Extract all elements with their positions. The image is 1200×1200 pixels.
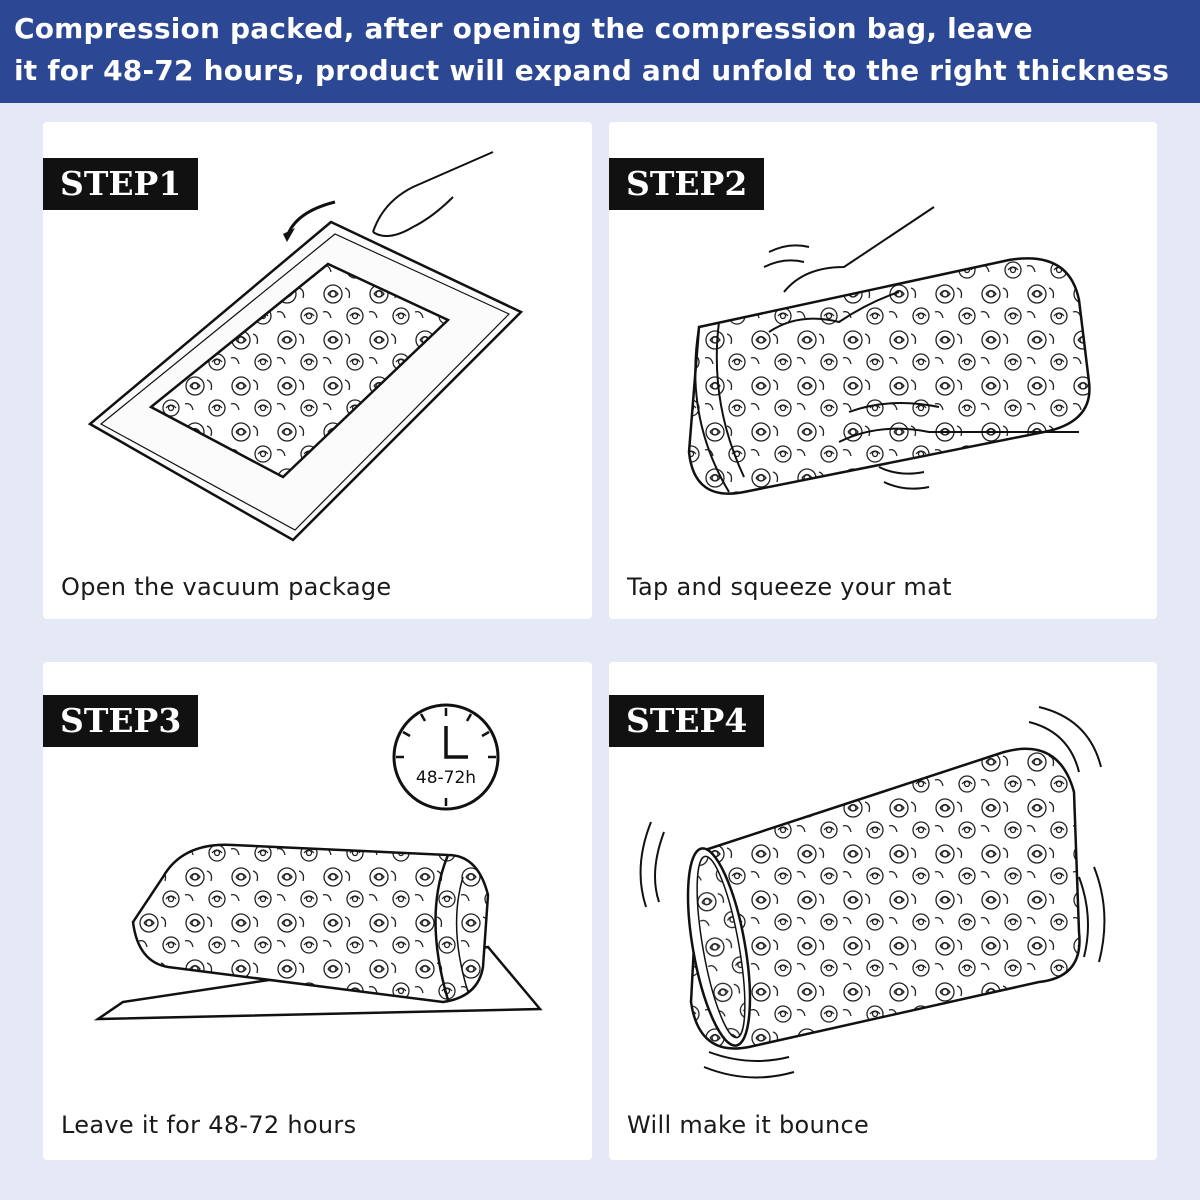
clock-icon [392, 703, 500, 811]
step2-label: STEP2 [609, 158, 765, 210]
step2-caption: Tap and squeeze your mat [627, 573, 952, 601]
step1-label: STEP1 [43, 158, 199, 210]
step4-caption: Will make it bounce [627, 1111, 870, 1139]
step4-label: STEP4 [609, 695, 765, 747]
step3-caption: Leave it for 48-72 hours [61, 1111, 357, 1139]
rolled-mat-illustration [93, 843, 543, 1021]
header-line-1: Compression packed, after opening the co… [14, 12, 1033, 45]
squeeze-mat-illustration [687, 206, 1091, 495]
header-line-2: it for 48-72 hours, product will expand … [14, 54, 1170, 87]
step4-card: STEP4 Will make it bounce [609, 662, 1157, 1160]
step2-card: STEP2 Tap and squeeze your mat [609, 122, 1157, 619]
clock-label: 48-72h [415, 768, 477, 788]
bouncing-mat-illustration [639, 706, 1106, 1079]
step1-card: STEP1 Open the vacuum package [43, 122, 592, 619]
step1-caption: Open the vacuum package [61, 573, 392, 601]
step3-card: STEP3 48-72h Leave it for 48-72 hours [43, 662, 592, 1160]
step3-label: STEP3 [43, 695, 199, 747]
vacuum-package-illustration [87, 151, 524, 542]
header-banner: Compression packed, after opening the co… [0, 0, 1200, 103]
